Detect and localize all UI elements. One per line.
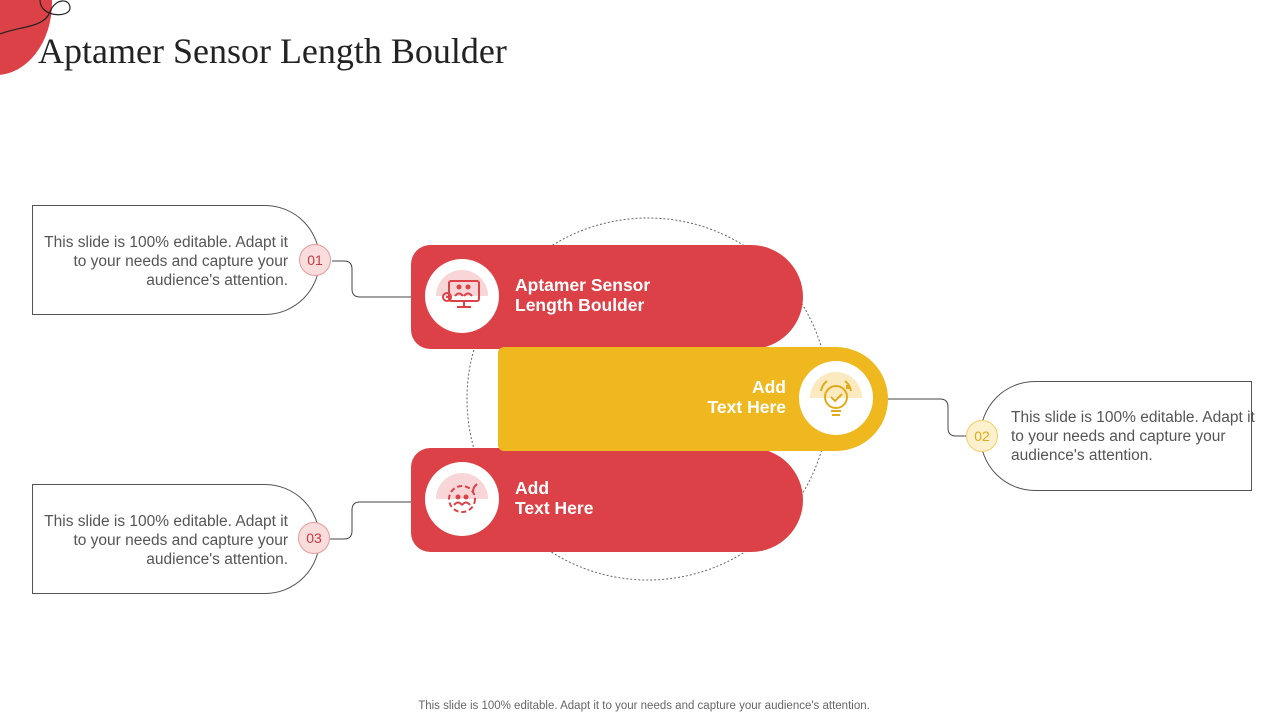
pill-03: Add Text Here <box>411 448 803 552</box>
callout-01-text: This slide is 100% editable. Adapt it to… <box>44 234 288 289</box>
pill-01-label-line1: Aptamer Sensor <box>515 275 651 295</box>
callout-01: This slide is 100% editable. Adapt it to… <box>32 205 320 315</box>
pill-03-label-line2: Text Here <box>515 498 594 518</box>
callout-02: This slide is 100% editable. Adapt it to… <box>980 381 1255 491</box>
lightbulb-check-icon <box>810 372 862 416</box>
pill-02-label-line2: Text Here <box>707 397 786 417</box>
callout-03: This slide is 100% editable. Adapt it to… <box>32 484 320 594</box>
pill-03-label: Add Text Here <box>515 478 593 518</box>
badge-02: 02 <box>966 420 998 452</box>
pill-03-icon-circle <box>425 462 499 536</box>
presentation-monitor-icon <box>436 270 488 308</box>
pill-01-label: Aptamer Sensor Length Boulder <box>515 275 650 315</box>
pill-01: Aptamer Sensor Length Boulder <box>411 245 803 349</box>
pill-02-label-line1: Add <box>751 377 786 397</box>
connector-03 <box>330 501 412 540</box>
team-gear-icon <box>436 473 488 513</box>
pill-02: Add Text Here <box>498 347 888 451</box>
pill-02-label: Add Text Here <box>708 377 786 417</box>
pill-01-icon-circle <box>425 259 499 333</box>
footer-note: This slide is 100% editable. Adapt it to… <box>418 700 870 712</box>
callout-02-text: This slide is 100% editable. Adapt it to… <box>1011 409 1255 464</box>
pill-01-label-line2: Length Boulder <box>515 295 645 315</box>
callout-03-text: This slide is 100% editable. Adapt it to… <box>44 513 288 568</box>
connector-02 <box>886 398 966 437</box>
badge-01: 01 <box>299 244 331 276</box>
corner-squiggle <box>0 0 71 35</box>
connector-01 <box>332 260 412 298</box>
slide-title: Aptamer Sensor Length Boulder <box>38 31 507 71</box>
pill-02-icon-circle <box>799 361 873 435</box>
badge-03: 03 <box>298 522 330 554</box>
pill-03-label-line1: Add <box>515 478 550 498</box>
